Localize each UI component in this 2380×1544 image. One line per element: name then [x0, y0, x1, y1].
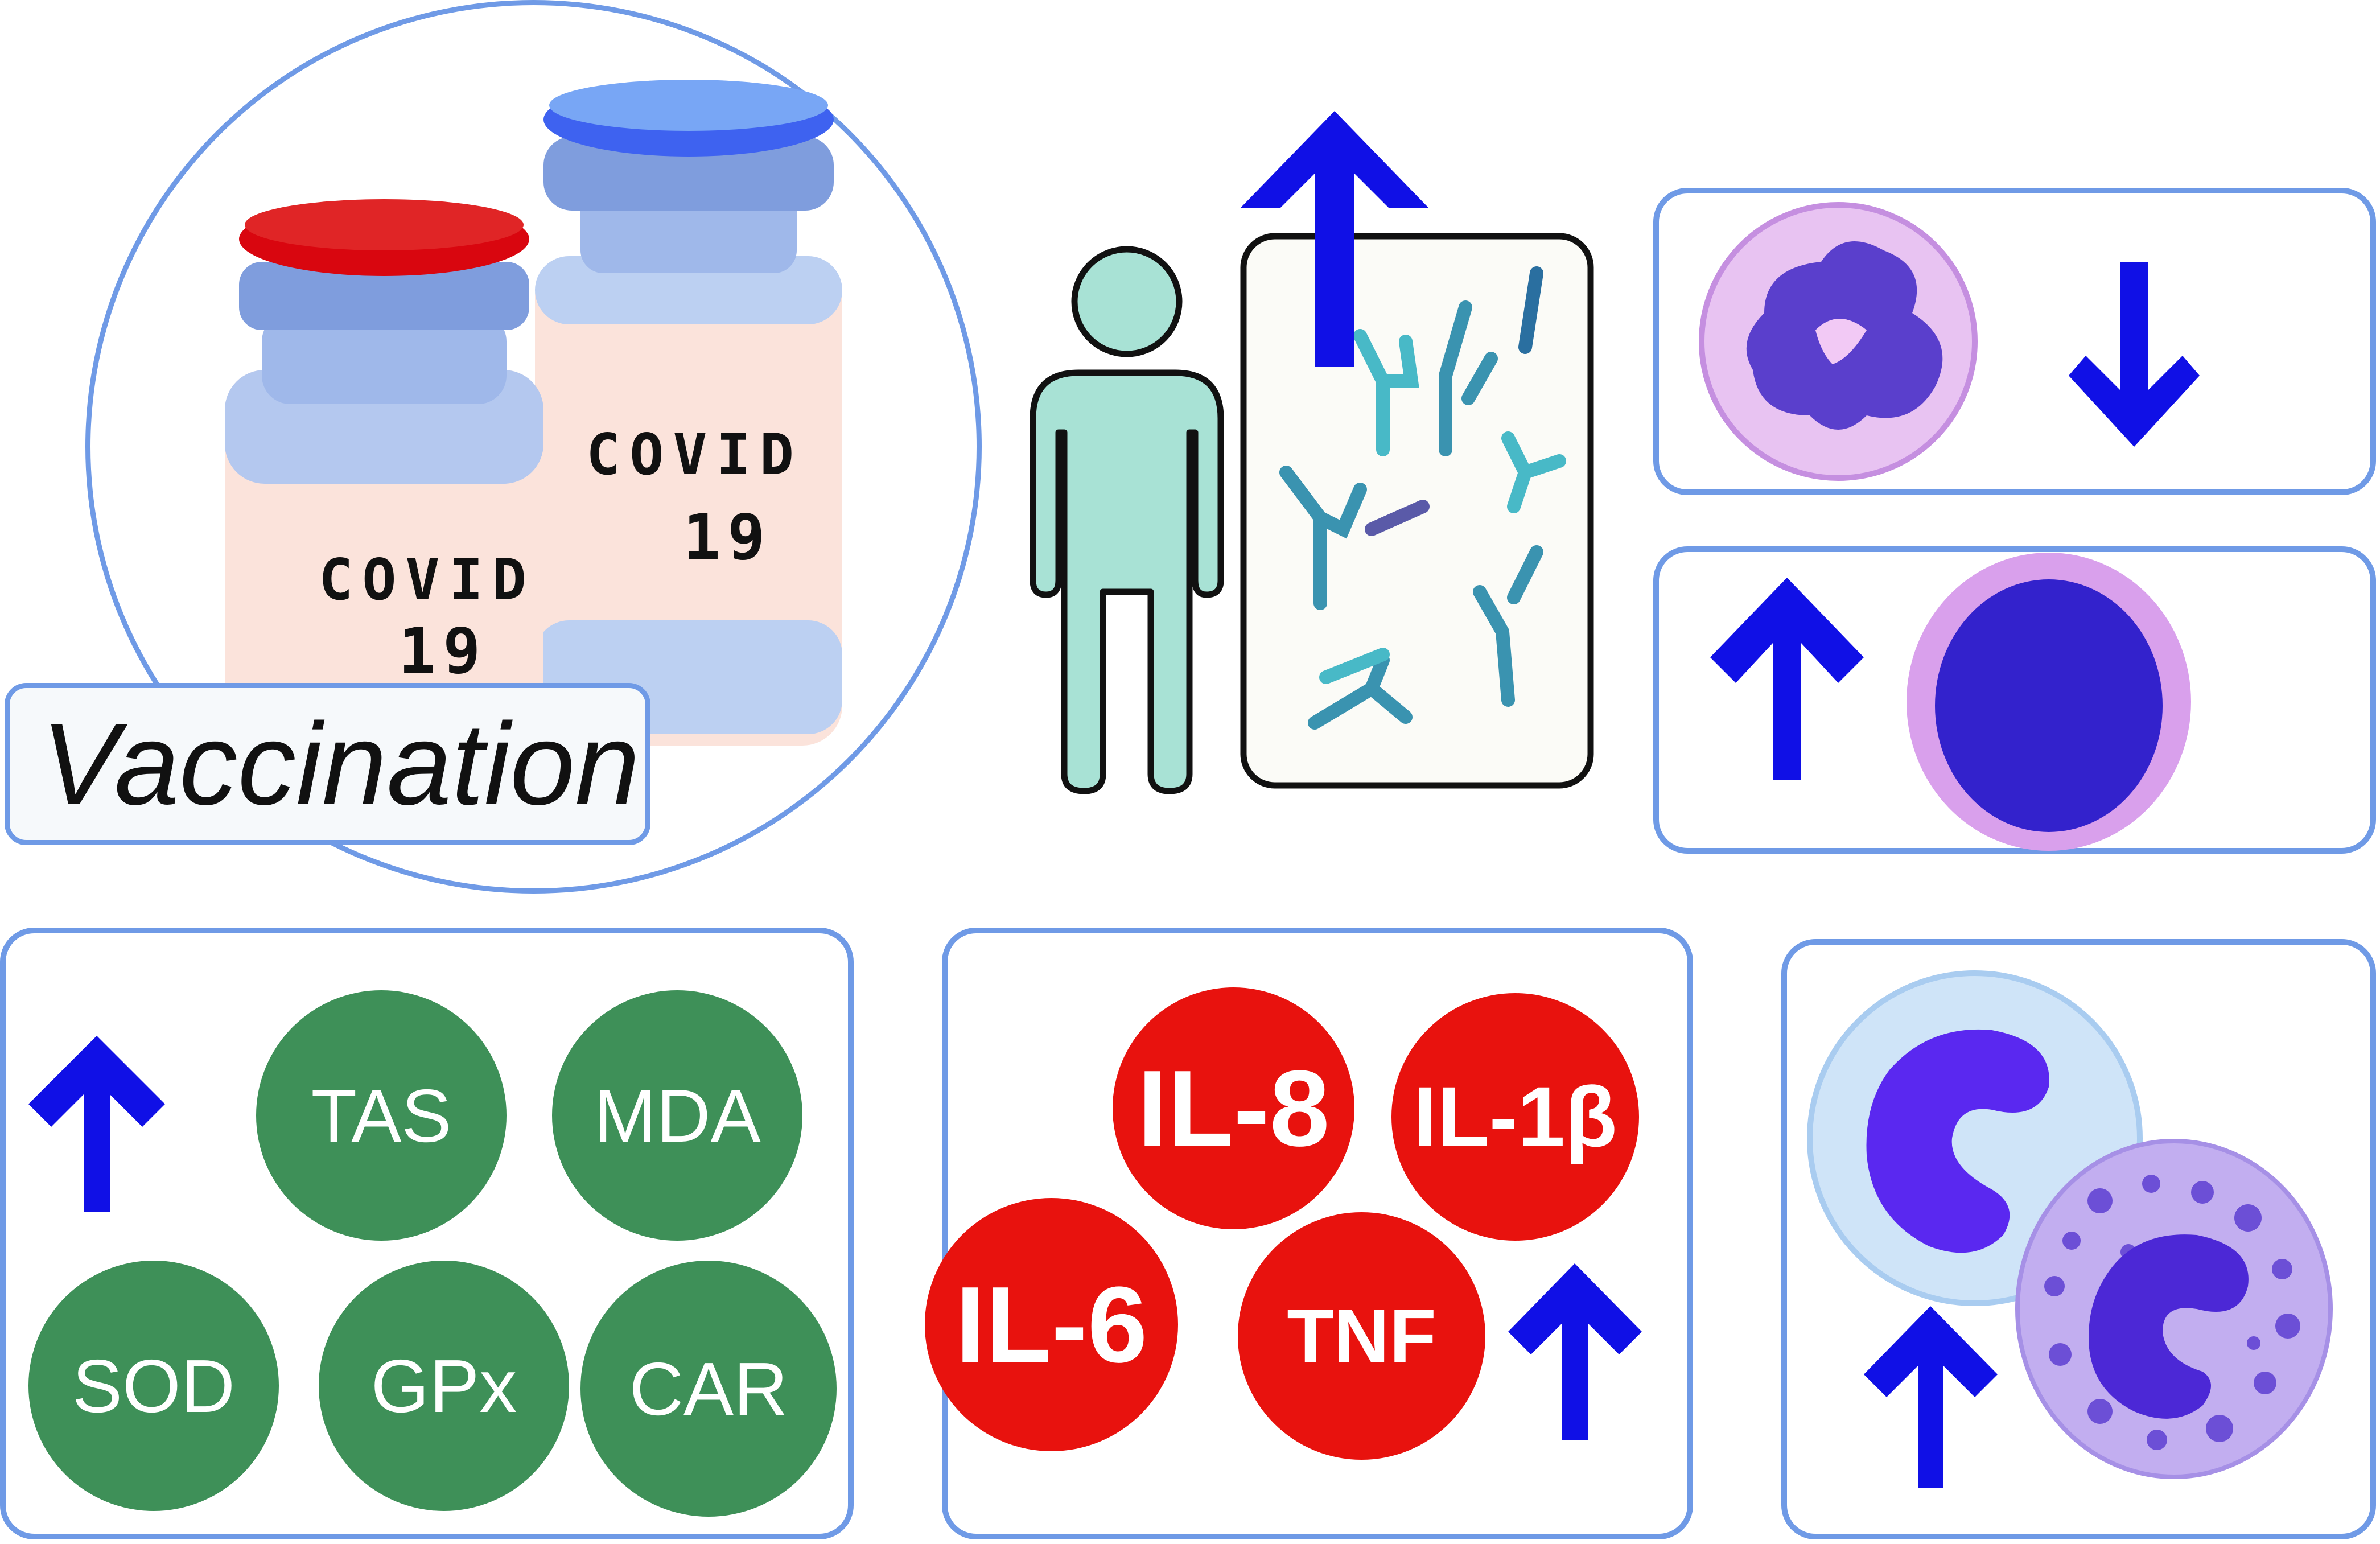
lymphocyte-up-arrow-icon [1710, 578, 1864, 780]
cytokine-tnf: TNF [1238, 1212, 1485, 1460]
cytokines-up-arrow-icon [1508, 1263, 1642, 1440]
vaccine-vials [225, 80, 842, 746]
vial-left [225, 199, 543, 723]
marker-mda-label: MDA [594, 1073, 761, 1158]
marker-tas: TAS [256, 990, 507, 1241]
cytokine-il8-label: IL-8 [1137, 1048, 1330, 1169]
vial-left-label-1: COVID [319, 546, 536, 613]
marker-tas-label: TAS [311, 1073, 452, 1158]
marker-car-label: CAR [629, 1347, 788, 1431]
antibody-up-arrow-icon [1241, 111, 1428, 367]
antibody-icon [1279, 266, 1566, 730]
vaccination-label: Vaccination [5, 683, 650, 845]
cytokine-il8: IL-8 [1113, 987, 1354, 1229]
vial-right-label-1: COVID [586, 421, 804, 488]
neutrophil-icon [1699, 202, 1978, 481]
marker-sod-label: SOD [72, 1344, 236, 1428]
person-icon [1030, 246, 1224, 794]
marker-gpx-label: GPx [370, 1344, 517, 1428]
cytokine-tnf-label: TNF [1287, 1293, 1436, 1379]
cytokine-il1b: IL-1β [1391, 993, 1639, 1241]
vial-right-label-2: 19 [683, 501, 772, 574]
marker-sod: SOD [28, 1261, 279, 1511]
neutrophil-down-arrow-icon [2069, 262, 2200, 447]
monocyte-up-arrow-icon [1864, 1306, 1998, 1488]
lymphocyte-icon [1907, 553, 2191, 851]
vial-left-label-2: 19 [398, 615, 488, 687]
cytokine-il1b-label: IL-1β [1413, 1069, 1617, 1164]
vial-right [535, 80, 842, 746]
marker-mda: MDA [552, 990, 802, 1241]
granule-dots [2044, 1175, 2300, 1450]
vaccination-label-text: Vaccination [41, 698, 640, 829]
cytokine-il6: IL-6 [925, 1198, 1178, 1451]
granulocyte-icon [2015, 1139, 2333, 1479]
marker-car: CAR [580, 1261, 837, 1517]
oxidative-up-arrow-icon [28, 1036, 165, 1212]
cytokine-il6-label: IL-6 [955, 1264, 1148, 1385]
marker-gpx: GPx [319, 1261, 569, 1511]
antibody-panel [1240, 233, 1594, 789]
